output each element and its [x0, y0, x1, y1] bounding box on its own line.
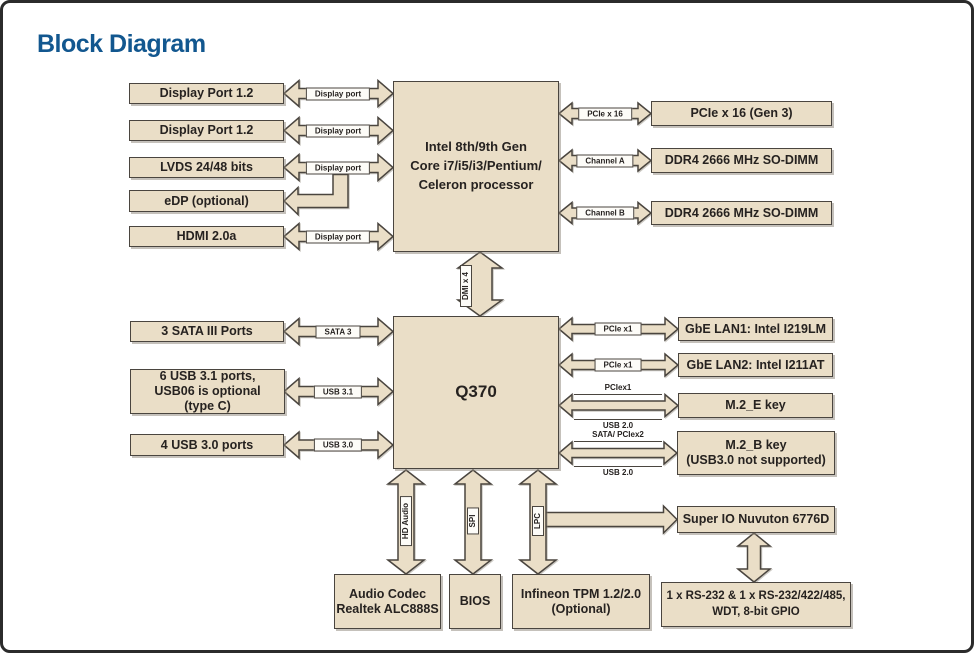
node-sodimm-b: DDR4 2666 MHz SO-DIMM: [651, 201, 832, 225]
node-bios: BIOS: [449, 574, 501, 629]
node-edp: eDP (optional): [129, 190, 284, 212]
bus-label-usb20-m2b: USB 2.0: [574, 466, 662, 478]
node-hdmi: HDMI 2.0a: [129, 226, 284, 247]
node-display-port-1: Display Port 1.2: [129, 83, 284, 104]
node-usb30-ports: 4 USB 3.0 ports: [130, 434, 284, 456]
bus-label-usb31: USB 3.1: [313, 385, 363, 399]
node-pcie-x16-slot: PCIe x 16 (Gen 3): [651, 101, 832, 126]
bus-label-usb30: USB 3.0: [313, 438, 363, 452]
bus-superio-serial: [735, 532, 773, 583]
bus-label-hd-audio: HD Audio: [400, 495, 412, 547]
node-sodimm-a: DDR4 2666 MHz SO-DIMM: [651, 148, 832, 173]
node-lan1: GbE LAN1: Intel I219LM: [678, 317, 833, 341]
bus-label-sata-pciex2-m2b: SATA/ PCIex2: [574, 430, 662, 442]
bus-label-sata3: SATA 3: [315, 325, 361, 339]
bus-label-pcie-x16: PCIe x 16: [578, 107, 632, 121]
bus-label-pcie-x1-lan1: PCIe x1: [594, 322, 642, 336]
node-pch-q370: Q370: [393, 316, 559, 469]
node-m2-e-key: M.2_E key: [678, 393, 833, 418]
bus-label-pcie-x1-lan2: PCIe x1: [594, 358, 642, 372]
node-display-port-2: Display Port 1.2: [129, 120, 284, 141]
bus-label-channel-b: Channel B: [576, 206, 634, 220]
node-serial-gpio: 1 x RS-232 & 1 x RS-232/422/485, WDT, 8-…: [661, 582, 851, 627]
node-lan2: GbE LAN2: Intel I211AT: [678, 353, 833, 377]
bus-label-usb20-m2e: USB 2.0: [574, 419, 662, 431]
node-cpu: Intel 8th/9th Gen Core i7/i5/i3/Pentium/…: [393, 81, 559, 252]
node-audio-codec: Audio Codec Realtek ALC888S: [334, 574, 441, 629]
node-usb31-ports: 6 USB 3.1 ports, USB06 is optional (type…: [130, 369, 285, 414]
bus-label-display-port-2: Display port: [305, 124, 371, 138]
bus-sata-pciex2-usb20: [557, 440, 679, 466]
bus-label-channel-a: Channel A: [576, 154, 634, 168]
bus-label-display-port-3: Display port: [305, 161, 371, 175]
node-lvds: LVDS 24/48 bits: [129, 157, 284, 178]
bus-edp-branch: [282, 173, 349, 217]
node-tpm: Infineon TPM 1.2/2.0 (Optional): [512, 574, 650, 629]
bus-label-dmi: DMI x 4: [460, 264, 472, 308]
node-sata-ports: 3 SATA III Ports: [130, 321, 284, 342]
node-m2-b-key: M.2_B key (USB3.0 not supported): [677, 431, 835, 475]
node-super-io: Super IO Nuvuton 6776D: [677, 506, 835, 533]
bus-label-display-port-1: Display port: [305, 87, 371, 101]
bus-pciex1-usb20: [557, 392, 680, 419]
page-title: Block Diagram: [37, 30, 206, 58]
bus-lpc-branch: [540, 504, 679, 535]
bus-label-spi: SPI: [467, 507, 479, 535]
bus-label-pciex1-m2e: PCIex1: [574, 383, 662, 395]
bus-label-lpc: LPC: [532, 506, 544, 536]
bus-label-display-port-4: Display port: [305, 230, 371, 244]
